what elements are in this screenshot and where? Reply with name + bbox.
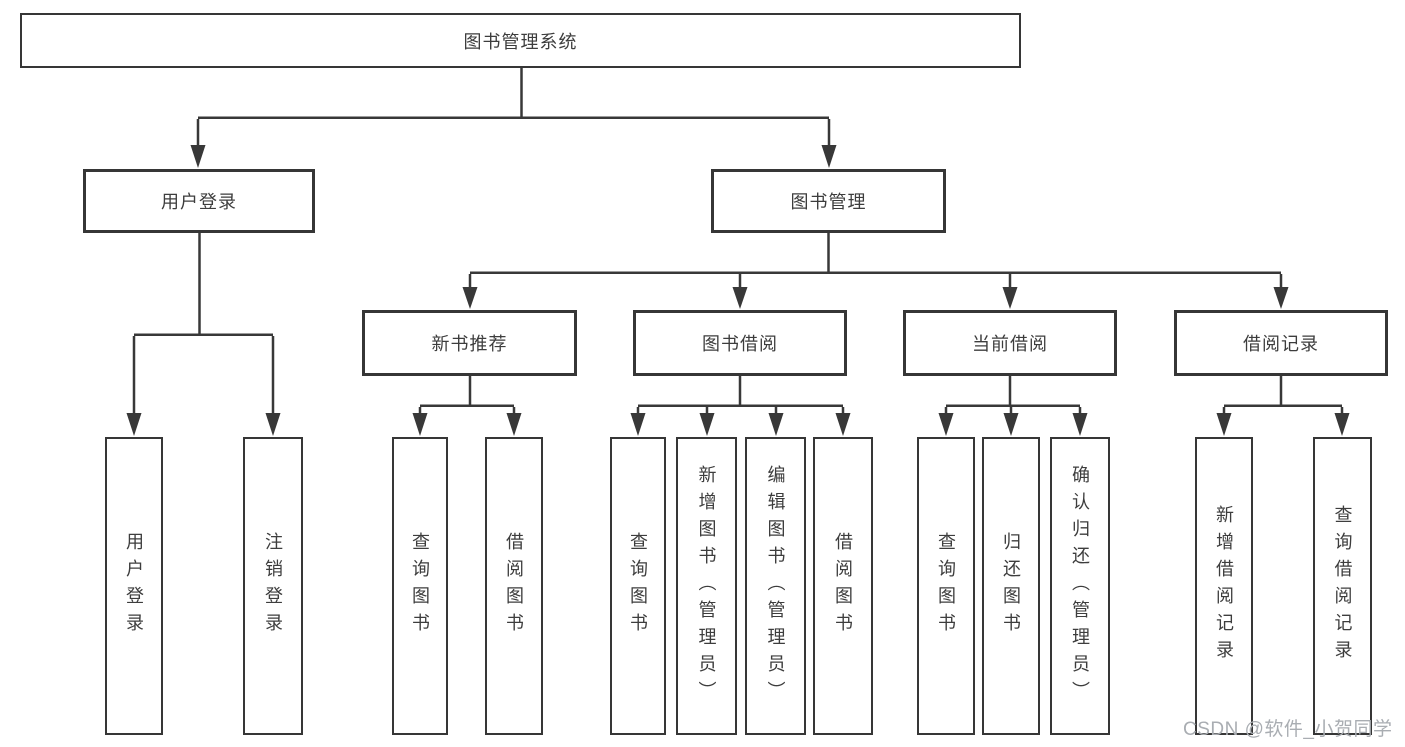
leaf-bb-query-books-label: 查询图书: [628, 532, 648, 640]
connector-bookborrow-to-leaves: [636, 376, 845, 419]
node-user-login-branch-label: 用户登录: [161, 192, 237, 212]
node-system-root-label: 图书管理系统: [463, 31, 578, 52]
leaf-bb-edit-books: 编辑图书（管理员）: [745, 437, 806, 735]
leaf-br-query-record: 查询借阅记录: [1313, 437, 1372, 735]
leaf-rec-borrow-books: 借阅图书: [485, 437, 543, 735]
leaf-cb-return-books-label: 归还图书: [1001, 532, 1021, 640]
leaf-cb-confirm-return: 确认归还（管理员）: [1050, 437, 1110, 735]
leaf-cb-query-books: 查询图书: [917, 437, 975, 735]
leaf-cb-return-books: 归还图书: [982, 437, 1040, 735]
node-book-mgmt-branch: 图书管理: [711, 169, 946, 233]
leaf-bb-add-books-label: 新增图书（管理员）: [696, 464, 717, 708]
arrowheads: [126, 145, 1350, 436]
leaf-rec-query-books-label: 查询图书: [410, 532, 430, 640]
leaf-logout: 注销登录: [243, 437, 303, 735]
node-new-book-rec: 新书推荐: [362, 310, 577, 376]
leaf-logout-label: 注销登录: [263, 532, 283, 640]
node-new-book-rec-label: 新书推荐: [431, 334, 508, 354]
leaf-br-add-record-label: 新增借阅记录: [1214, 505, 1234, 667]
connector-currentborrow-to-leaves: [944, 376, 1082, 419]
connector-root-to-branches: [196, 68, 831, 151]
connector-borrowrecords-to-leaves: [1222, 376, 1344, 419]
node-book-borrow-label: 图书借阅: [702, 334, 778, 354]
connector-bookmgmt-to-modules: [468, 233, 1283, 293]
csdn-watermark: CSDN @软件_小贺同学: [1183, 719, 1393, 740]
connector-userlogin-to-leaves: [132, 233, 275, 419]
leaf-br-query-record-label: 查询借阅记录: [1332, 505, 1353, 667]
node-user-login-branch: 用户登录: [83, 169, 315, 233]
leaf-cb-confirm-return-label: 确认归还（管理员）: [1070, 464, 1090, 708]
leaf-user-login: 用户登录: [105, 437, 163, 735]
leaf-br-add-record: 新增借阅记录: [1195, 437, 1253, 735]
node-current-borrow: 当前借阅: [903, 310, 1117, 376]
leaf-cb-query-books-label: 查询图书: [936, 532, 956, 640]
leaf-bb-add-books: 新增图书（管理员）: [676, 437, 737, 735]
node-borrow-records: 借阅记录: [1174, 310, 1388, 376]
leaf-bb-edit-books-label: 编辑图书（管理员）: [765, 464, 786, 708]
leaf-bb-borrow-books: 借阅图书: [813, 437, 873, 735]
leaf-bb-query-books: 查询图书: [610, 437, 666, 735]
leaf-rec-borrow-books-label: 借阅图书: [504, 532, 524, 640]
node-book-borrow: 图书借阅: [633, 310, 847, 376]
connector-newbookrec-to-leaves: [418, 376, 516, 419]
leaf-rec-query-books: 查询图书: [392, 437, 448, 735]
leaf-bb-borrow-books-label: 借阅图书: [833, 532, 853, 640]
leaf-user-login-label: 用户登录: [124, 532, 144, 640]
node-book-mgmt-branch-label: 图书管理: [790, 192, 867, 212]
node-current-borrow-label: 当前借阅: [972, 334, 1048, 354]
node-borrow-records-label: 借阅记录: [1243, 334, 1319, 354]
node-system-root: 图书管理系统: [20, 13, 1021, 68]
